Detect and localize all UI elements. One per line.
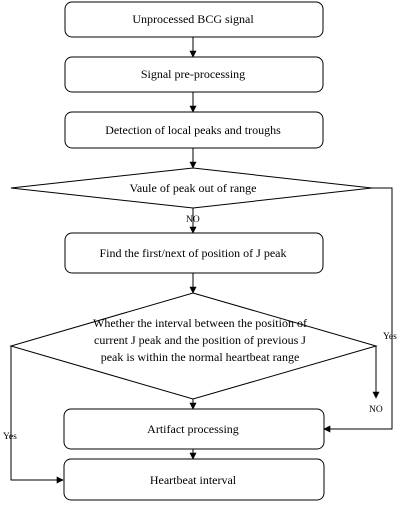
edge-label-yes: Yes [3, 432, 17, 442]
node-unprocessed: Unprocessed BCG signal [64, 1, 324, 38]
node-box [64, 56, 324, 93]
node-box [63, 458, 325, 501]
edge-label-no: NO [369, 405, 383, 415]
node-find-j-peak: Find the first/next of position of J pea… [64, 232, 324, 274]
connectors [10, 37, 393, 484]
node-heartbeat-interval: Heartbeat interval [63, 458, 325, 501]
decision-label-line: Whether the interval between the positio… [93, 316, 307, 330]
decision-label-line: peak is within the normal heartbeat rang… [101, 350, 300, 364]
decision-heartbeat-range: Whether the interval between the positio… [9, 292, 378, 400]
node-label: Artifact processing [147, 422, 239, 436]
node-label: Detection of local peaks and troughs [105, 123, 281, 137]
decision-label-line: current J peak and the position of previ… [94, 333, 306, 347]
node-box [64, 111, 324, 149]
decision-peak-range: Vaule of peak out of range [10, 167, 373, 209]
node-box [64, 1, 324, 38]
edge-label-yes: Yes [383, 332, 397, 342]
node-label: Unprocessed BCG signal [132, 12, 254, 26]
decision-label: Vaule of peak out of range [130, 181, 257, 195]
edge-d1-yes [323, 187, 393, 433]
decision-diamond [9, 292, 378, 400]
node-preprocessing: Signal pre-processing [64, 56, 324, 93]
node-peak-detection: Detection of local peaks and troughs [64, 111, 324, 149]
node-box [64, 232, 324, 274]
edge-d2-yes [10, 346, 64, 484]
node-label: Heartbeat interval [150, 473, 237, 487]
node-label: Find the first/next of position of J pea… [100, 246, 287, 260]
edge-label-no: NO [186, 215, 200, 225]
decision-diamond [10, 167, 373, 209]
node-artifact: Artifact processing [63, 408, 325, 450]
node-label: Signal pre-processing [141, 67, 245, 81]
node-box [63, 408, 325, 450]
